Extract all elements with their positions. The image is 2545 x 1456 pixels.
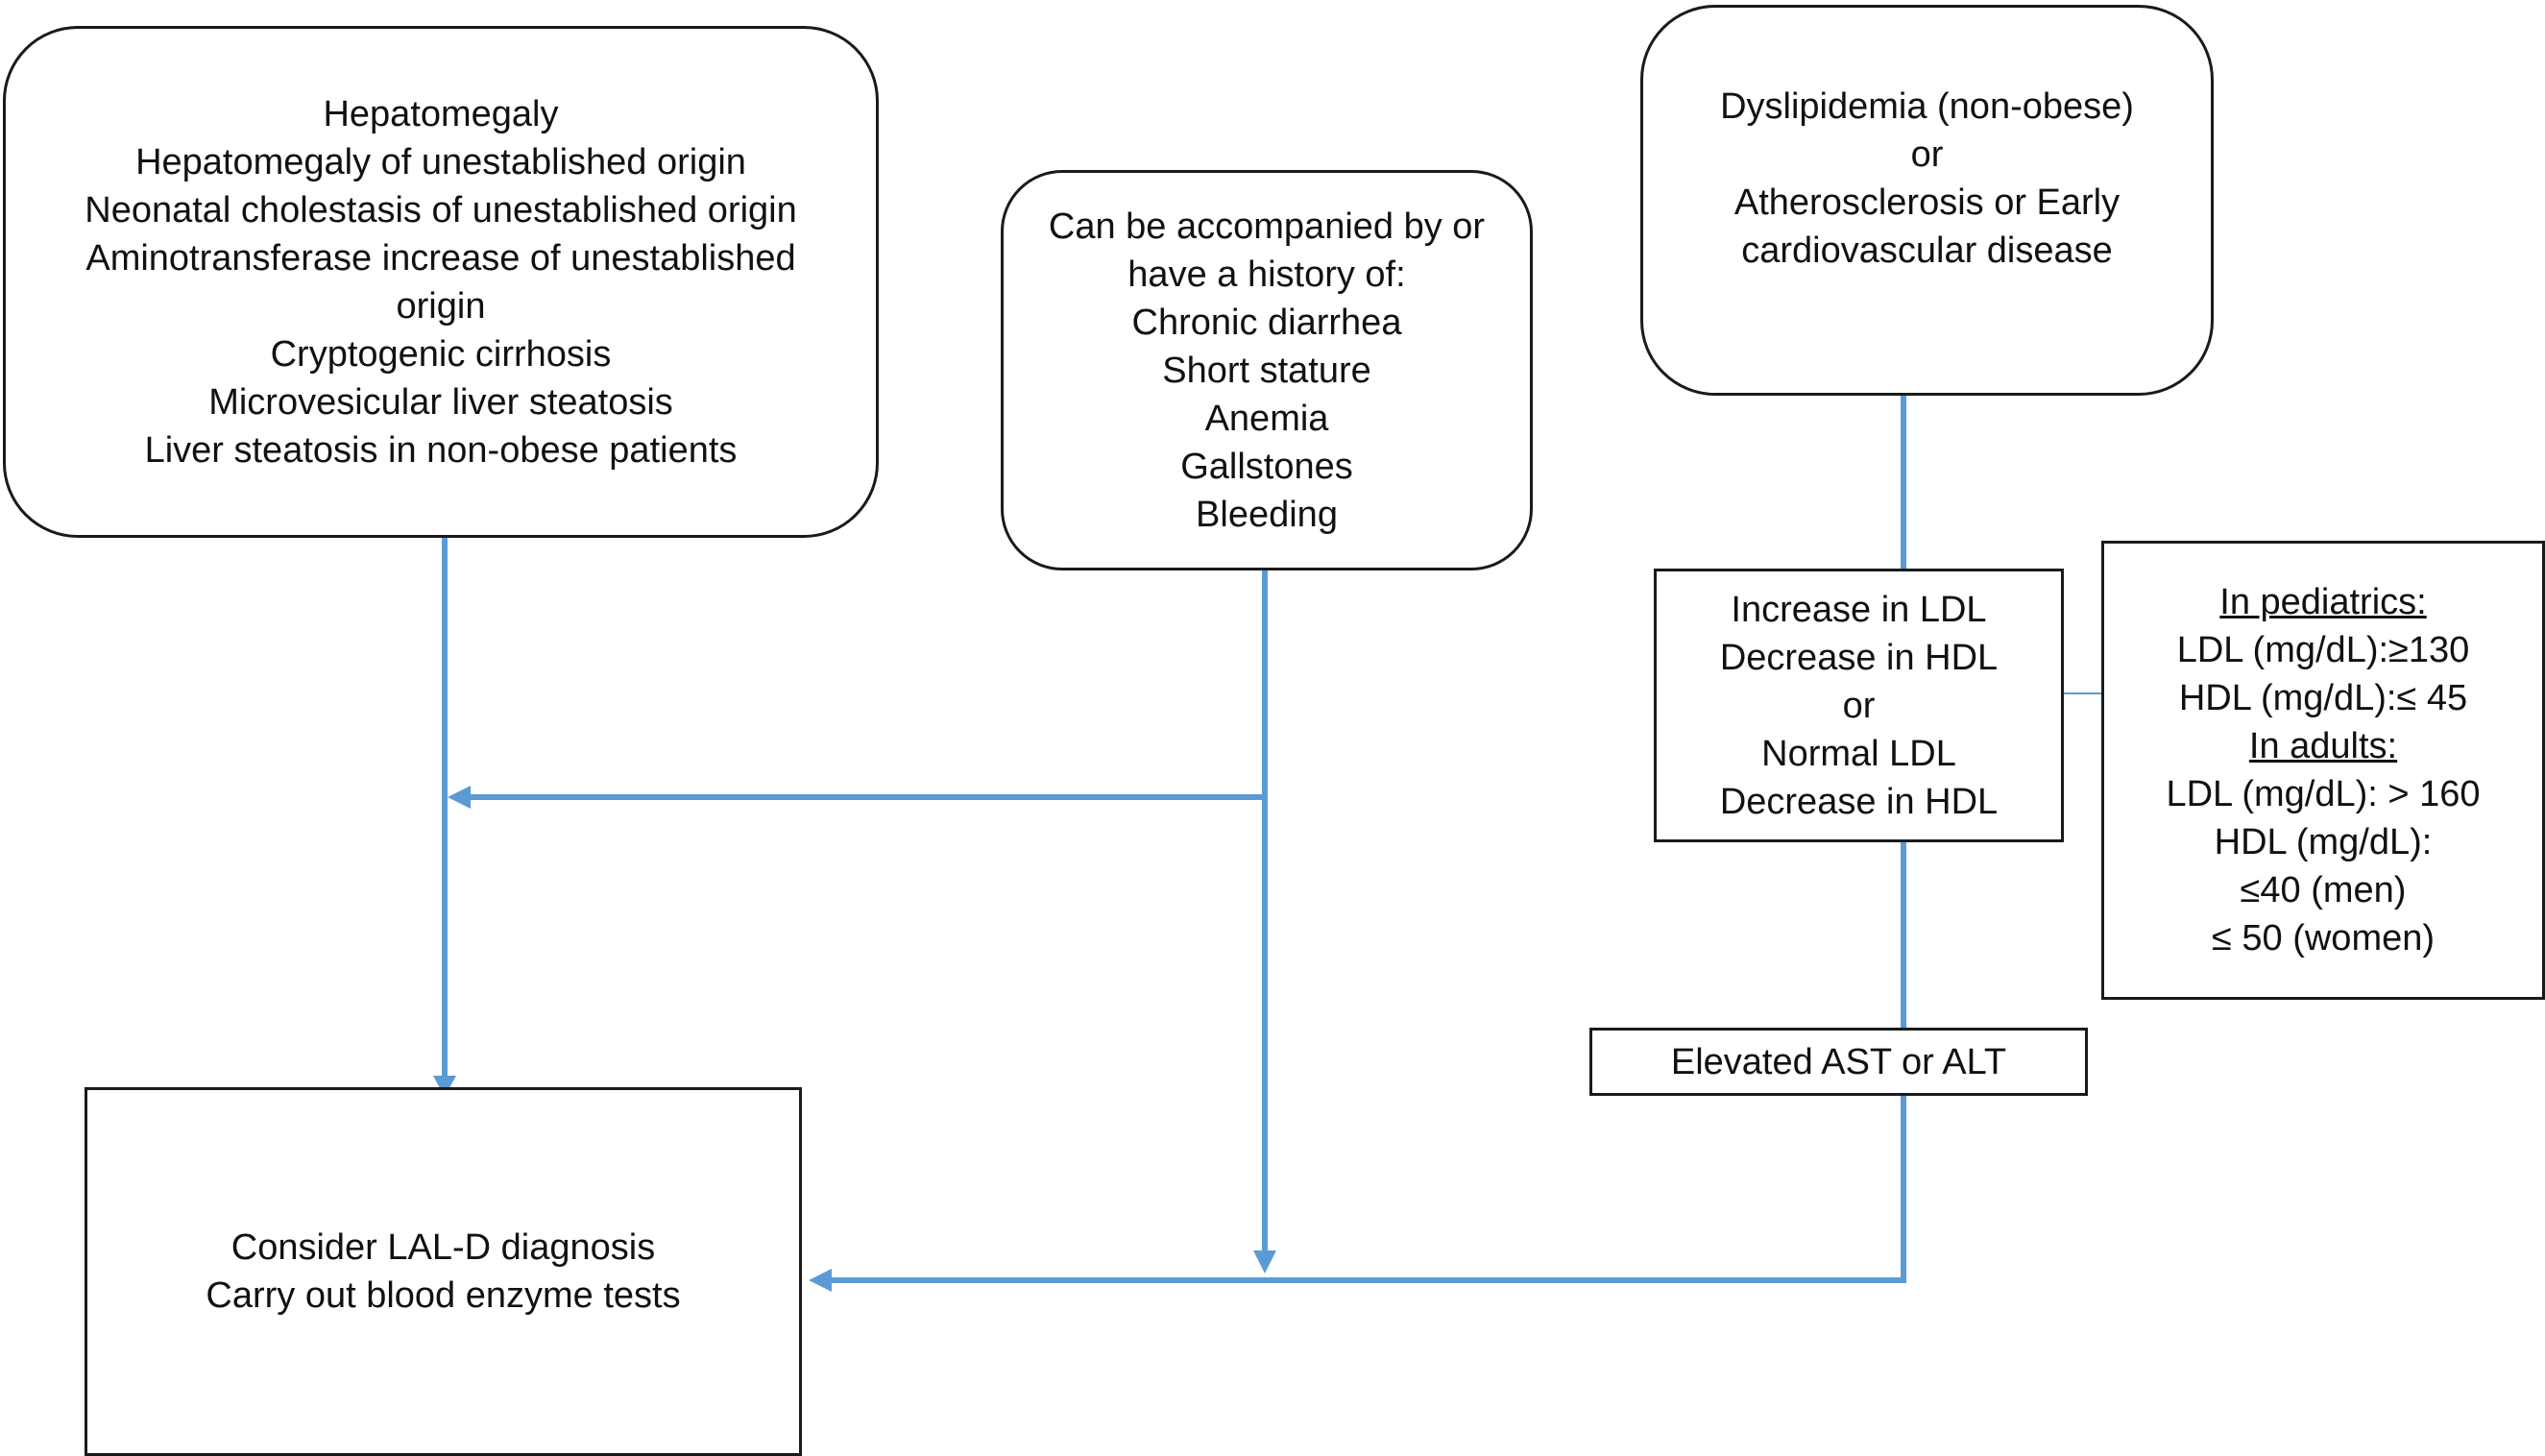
adults-hdl-women: ≤ 50 (women) <box>2211 918 2436 959</box>
dyslipidemia-box: Dyslipidemia (non-obese) or Atherosclero… <box>1640 5 2214 396</box>
pediatrics-heading: In pediatrics: <box>2219 582 2427 622</box>
lipid-line-1: Increase in LDL <box>1731 589 1987 630</box>
history-line-5: Anemia <box>1204 398 1329 439</box>
enzyme-label: Elevated AST or ALT <box>1670 1041 2007 1082</box>
diagnosis-box: Consider LAL-D diagnosis Carry out blood… <box>85 1087 802 1456</box>
arrowhead-branch <box>448 786 471 809</box>
diagnosis-line-2: Carry out blood enzyme tests <box>206 1275 681 1316</box>
lipid-line-4: Normal LDL <box>1761 733 1956 774</box>
adults-heading: In adults: <box>2248 726 2398 766</box>
diagnosis-line-1: Consider LAL-D diagnosis <box>230 1227 656 1268</box>
adults-hdl-men: ≤40 (men) <box>2240 870 2407 910</box>
hepatic-line-4: Aminotransferase increase of unestablish… <box>85 237 796 279</box>
history-line-1: Can be accompanied by or <box>1048 206 1486 247</box>
dyslipidemia-line-1: Dyslipidemia (non-obese) <box>1720 85 2134 127</box>
pediatrics-ldl: LDL (mg/dL):≥130 <box>2176 630 2470 670</box>
pediatrics-hdl: HDL (mg/dL):≤ 45 <box>2178 678 2468 718</box>
arrowhead-history <box>1253 1250 1276 1274</box>
adults-ldl: LDL (mg/dL): > 160 <box>2166 774 2481 814</box>
hepatic-line-3: Neonatal cholestasis of unestablished or… <box>85 189 797 231</box>
history-line-7: Bleeding <box>1196 494 1338 535</box>
hepatic-line-7: Microvesicular liver steatosis <box>208 381 673 423</box>
lipid-line-3: or <box>1842 685 1876 726</box>
arrowhead-hepatic <box>433 1076 456 1097</box>
connector-enzyme-to-diagnosis <box>830 1096 1906 1283</box>
lipid-line-5: Decrease in HDL <box>1719 781 1999 822</box>
dyslipidemia-line-2: or <box>1910 133 1944 175</box>
hepatic-line-2: Hepatomegaly of unestablished origin <box>135 141 746 182</box>
history-line-3: Chronic diarrhea <box>1131 302 1402 343</box>
hepatic-line-5: origin <box>396 285 486 327</box>
history-box: Can be accompanied by or have a history … <box>1001 170 1533 570</box>
hepatic-line-6: Cryptogenic cirrhosis <box>270 333 612 375</box>
adults-hdl: HDL (mg/dL): <box>2214 822 2433 862</box>
dyslipidemia-line-3: Atherosclerosis or Early <box>1733 182 2121 223</box>
history-line-4: Short stature <box>1162 350 1371 391</box>
history-line-2: have a history of: <box>1127 254 1406 295</box>
lipid-line-2: Decrease in HDL <box>1719 637 1999 678</box>
lipid-profile-box: Increase in LDL Decrease in HDL or Norma… <box>1654 569 2064 842</box>
thresholds-box: In pediatrics: LDL (mg/dL):≥130 HDL (mg/… <box>2101 541 2545 1000</box>
hepatic-findings-box: Hepatomegaly Hepatomegaly of unestablish… <box>3 26 879 538</box>
elevated-enzyme-box: Elevated AST or ALT <box>1589 1028 2088 1096</box>
arrowhead-enzyme <box>809 1269 832 1292</box>
history-line-6: Gallstones <box>1180 446 1353 487</box>
dyslipidemia-line-4: cardiovascular disease <box>1741 230 2113 271</box>
hepatic-line-8: Liver steatosis in non-obese patients <box>144 429 738 471</box>
hepatic-line-1: Hepatomegaly <box>323 93 559 134</box>
